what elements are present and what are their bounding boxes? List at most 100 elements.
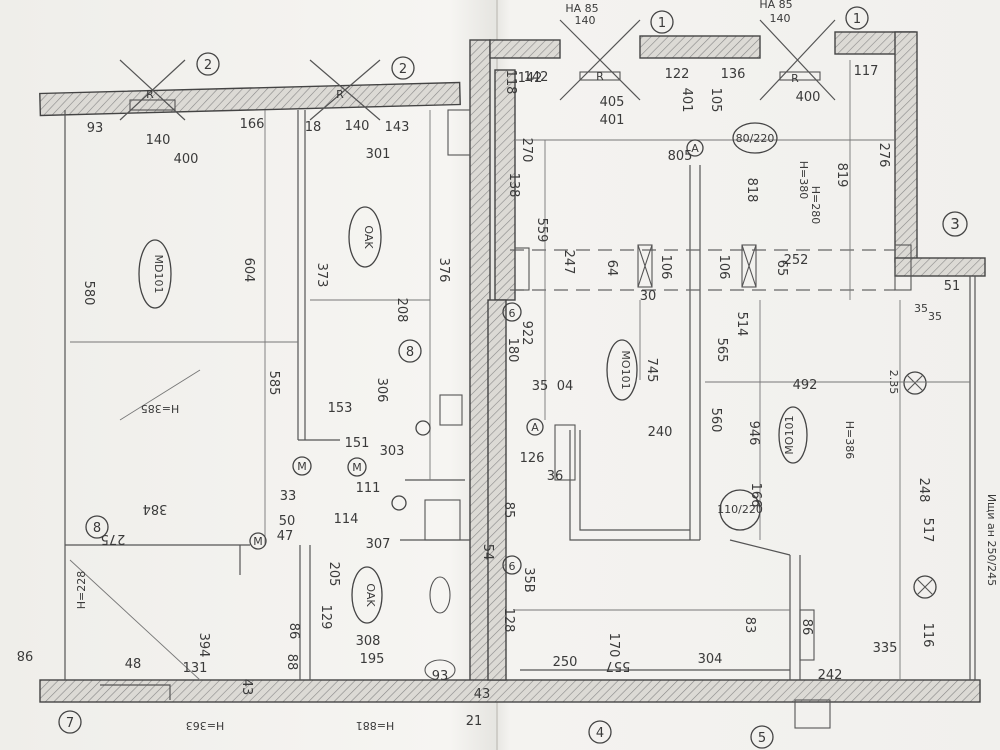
dimension-label: 376 xyxy=(436,258,451,283)
dimension-label: 559 xyxy=(534,218,549,243)
callout-label: A xyxy=(531,421,539,434)
window-mark: 140 xyxy=(575,14,596,27)
dimension-label: 818 xyxy=(744,178,759,203)
callout-label: 4 xyxy=(596,726,604,741)
dimension-label: 18 xyxy=(305,120,322,135)
dimension-label: 85 xyxy=(501,502,516,519)
dimension-label: 557 xyxy=(606,658,631,673)
dimension-label: 517 xyxy=(920,518,935,543)
dimension-label: 04 xyxy=(557,379,574,394)
dimension-label: 33 xyxy=(280,489,297,504)
dimension-label: 275 xyxy=(101,531,126,546)
dimension-label: 405 xyxy=(600,95,625,110)
dimension-label: 306 xyxy=(374,378,389,403)
dimension-label: 138 xyxy=(506,173,521,198)
dimension-label: 136 xyxy=(721,67,746,82)
fixtures xyxy=(424,109,937,729)
note-label: 110/220 xyxy=(717,503,763,516)
dimension-lines xyxy=(69,60,970,681)
dimension-label: 170 xyxy=(606,633,621,658)
note-label: H=881 xyxy=(356,719,394,732)
dimension-label: 208 xyxy=(394,298,409,323)
dimension-label: 580 xyxy=(81,281,96,306)
dimension-label: 153 xyxy=(328,401,353,416)
room-tag: OAK xyxy=(362,225,375,249)
dimension-label: 51 xyxy=(944,279,961,294)
dimension-label: 166 xyxy=(240,117,265,132)
dimension-label: 248 xyxy=(916,478,931,503)
dimension-label: 400 xyxy=(174,152,199,167)
dimension-label: 922 xyxy=(519,321,534,346)
dimension-label: 43 xyxy=(239,679,254,696)
callout-label: 8 xyxy=(93,521,101,536)
dimension-label: 301 xyxy=(366,147,391,162)
dimension-label: 270 xyxy=(519,138,534,163)
walls xyxy=(39,31,986,703)
dimension-label: 400 xyxy=(796,90,821,105)
callout-label: 5 xyxy=(758,731,766,746)
callout-label: M xyxy=(297,460,307,473)
dimension-label: 401 xyxy=(679,88,694,113)
dimension-label: 195 xyxy=(360,652,385,667)
dimension-label: 106 xyxy=(658,255,673,280)
window-mark: HA 85 xyxy=(759,0,792,11)
dimension-label: 93 xyxy=(432,669,449,684)
dimension-label: 86 xyxy=(799,619,814,636)
dimension-label: 35 xyxy=(928,310,942,323)
dimension-label: 805 xyxy=(668,149,693,164)
dimension-label: 48 xyxy=(125,657,142,672)
dimension-label: 514 xyxy=(734,312,749,337)
dimension-label: 35 xyxy=(914,302,928,315)
dimension-label: 745 xyxy=(644,358,659,383)
note-label: 80/220 xyxy=(736,132,775,145)
dimension-label: 131 xyxy=(183,661,208,676)
window-mark: R xyxy=(146,88,154,101)
dimension-label: 585 xyxy=(266,371,281,396)
callout-label: 1 xyxy=(853,12,861,27)
dimension-label: 142 xyxy=(524,70,549,85)
note-label: H=385 xyxy=(141,402,179,415)
dimension-label: 65 xyxy=(774,260,789,277)
dimension-label: 43 xyxy=(474,687,491,702)
dimension-label: 560 xyxy=(708,408,723,433)
dimension-label: 819 xyxy=(834,163,849,188)
window-mark: HA 85 xyxy=(565,2,598,15)
dimension-label: 492 xyxy=(793,378,818,393)
dimension-label: 88 xyxy=(284,654,299,671)
dimension-label: 30 xyxy=(640,289,657,304)
note-label: H=228 xyxy=(75,571,88,609)
dimension-label: 21 xyxy=(466,714,483,729)
dimension-label: 117 xyxy=(854,64,879,79)
dimension-label: 384 xyxy=(143,501,168,516)
window-mark: 140 xyxy=(770,12,791,25)
window-mark: R xyxy=(596,70,604,83)
dimension-label: 86 xyxy=(286,623,301,640)
room-tag-ovals xyxy=(138,122,808,624)
callout-label: 1 xyxy=(658,16,666,31)
dimension-label: 307 xyxy=(366,537,391,552)
window-mark: R xyxy=(791,72,799,85)
dimension-label: 64 xyxy=(604,260,619,277)
dimension-label: 565 xyxy=(714,338,729,363)
dimension-label: 47 xyxy=(277,529,294,544)
callout-label: M xyxy=(253,535,263,548)
callout-label: 2 xyxy=(399,62,407,77)
callout-label: 6 xyxy=(509,307,516,320)
dimension-label: 122 xyxy=(665,67,690,82)
dimension-label: 83 xyxy=(742,617,757,634)
dimension-label: 116 xyxy=(920,623,935,648)
dimension-label: 129 xyxy=(318,605,333,630)
note-label: H=386 xyxy=(843,421,856,459)
dimension-label: 308 xyxy=(356,634,381,649)
dimension-label: 140 xyxy=(146,133,171,148)
dimension-label: 128 xyxy=(501,608,516,633)
callout-label: A xyxy=(691,142,699,155)
dimension-label: 604 xyxy=(241,258,256,283)
dimension-label: 166 xyxy=(748,483,763,508)
dimension-label: 126 xyxy=(520,451,545,466)
dimension-label: 304 xyxy=(698,652,723,667)
dimension-label: 240 xyxy=(648,425,673,440)
dimension-label: 54 xyxy=(480,544,495,561)
